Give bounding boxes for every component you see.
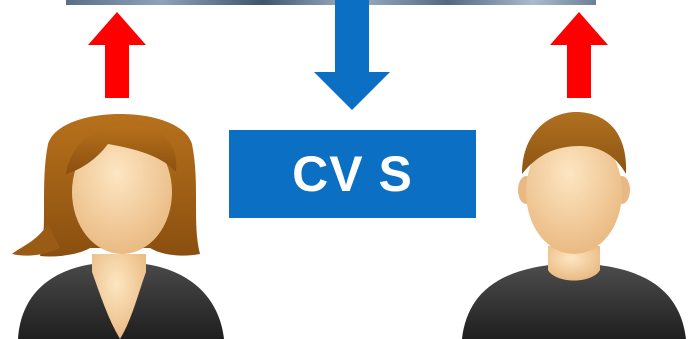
center-down-arrow-icon [314,0,390,110]
cvs-box: CV S [229,130,476,218]
right-up-arrow-icon [550,12,608,98]
female-user-icon [0,104,240,339]
male-user-icon [456,108,692,339]
left-up-arrow-icon [88,12,146,98]
cvs-label: CV S [292,149,413,199]
